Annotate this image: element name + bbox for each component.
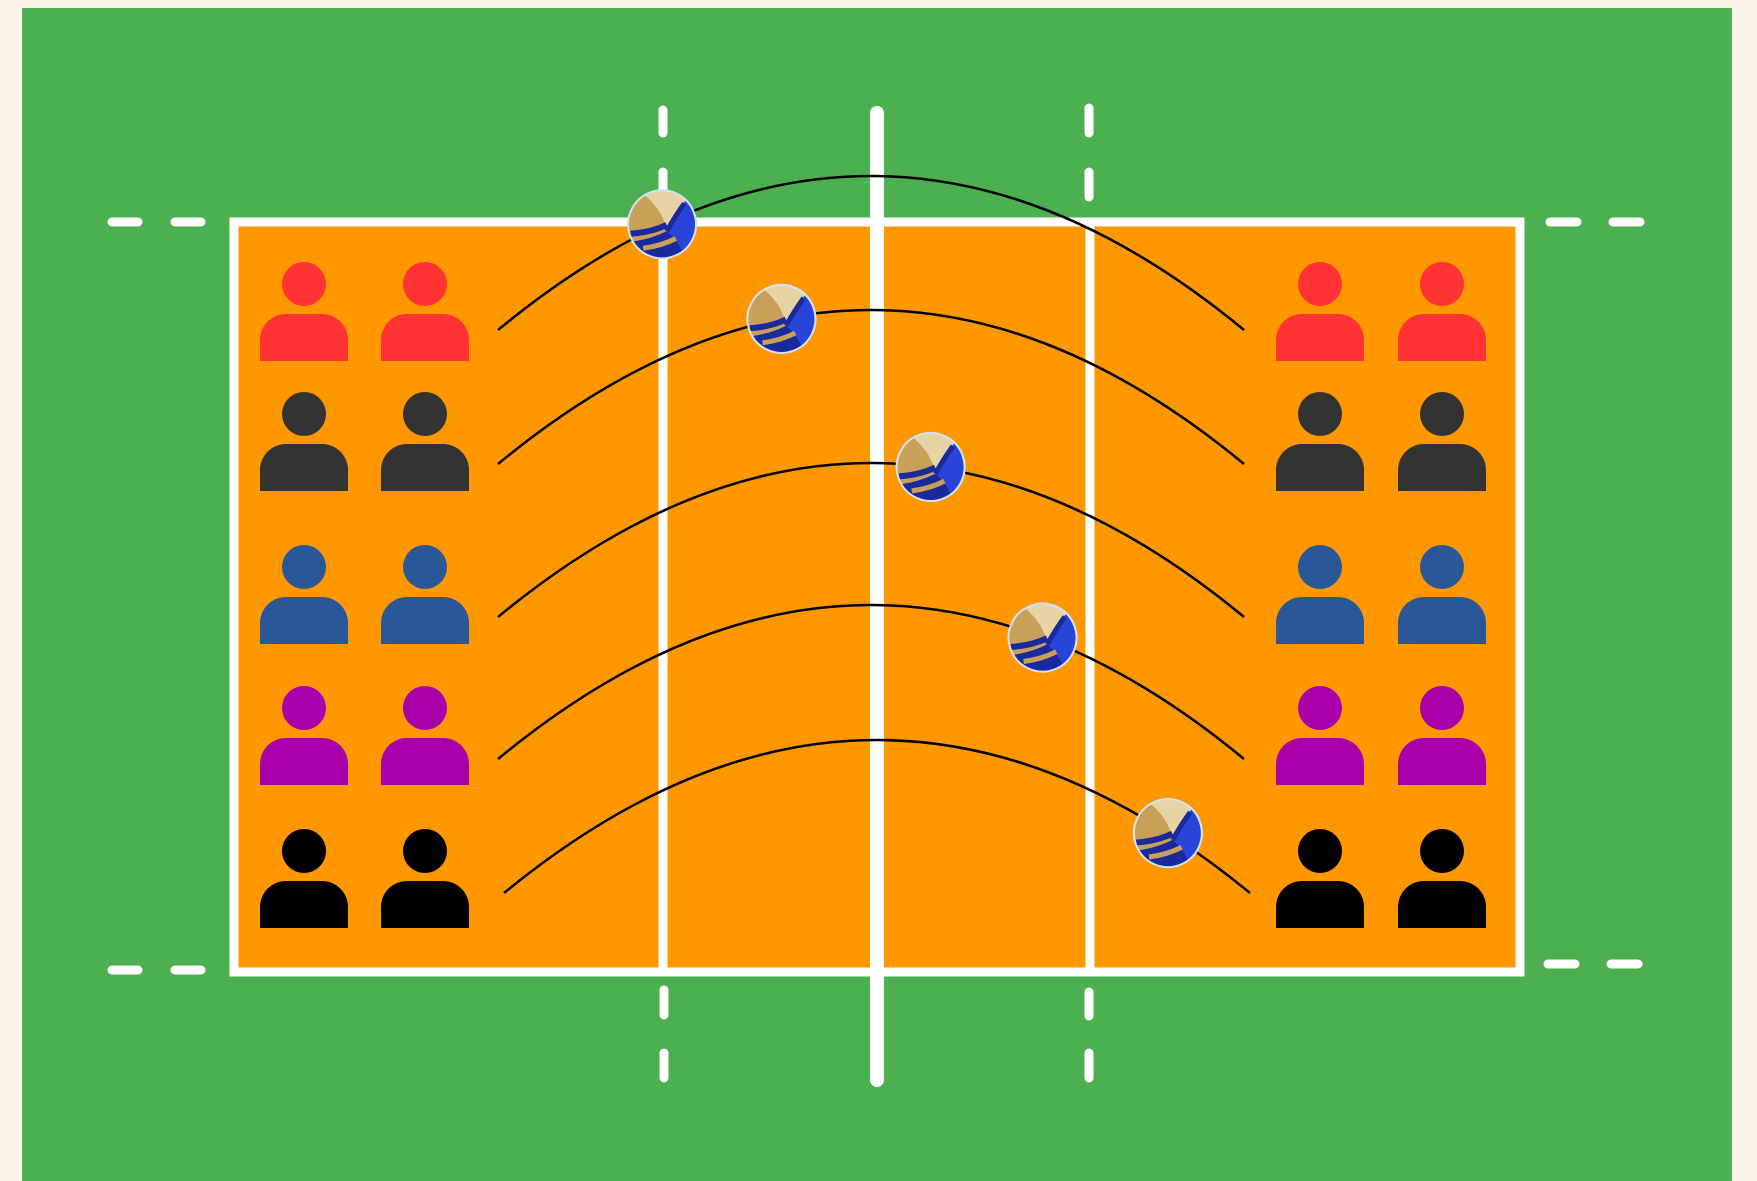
player-body [1276,444,1364,491]
player-body [1276,738,1364,785]
player-body [1398,738,1486,785]
player-body [1276,881,1364,928]
player-head [1420,392,1464,436]
player-body [1276,597,1364,644]
player-body [1398,444,1486,491]
player-head [1298,545,1342,589]
player-head [1420,829,1464,873]
player-head [282,686,326,730]
player-body [260,738,348,785]
player-head [403,262,447,306]
player-head [1298,686,1342,730]
player-head [1420,262,1464,306]
player-head [403,545,447,589]
player-body [1398,597,1486,644]
player-head [282,392,326,436]
player-body [260,314,348,361]
player-body [381,881,469,928]
player-head [1420,545,1464,589]
player-head [1298,392,1342,436]
player-head [1298,262,1342,306]
player-head [282,262,326,306]
player-body [260,881,348,928]
player-body [381,444,469,491]
player-body [1398,881,1486,928]
player-head [403,686,447,730]
player-body [381,738,469,785]
player-head [1420,686,1464,730]
player-head [403,829,447,873]
player-head [403,392,447,436]
player-body [260,597,348,644]
player-body [260,444,348,491]
player-body [381,314,469,361]
player-body [1276,314,1364,361]
player-head [282,829,326,873]
player-body [1398,314,1486,361]
player-head [1298,829,1342,873]
player-body [381,597,469,644]
player-head [282,545,326,589]
